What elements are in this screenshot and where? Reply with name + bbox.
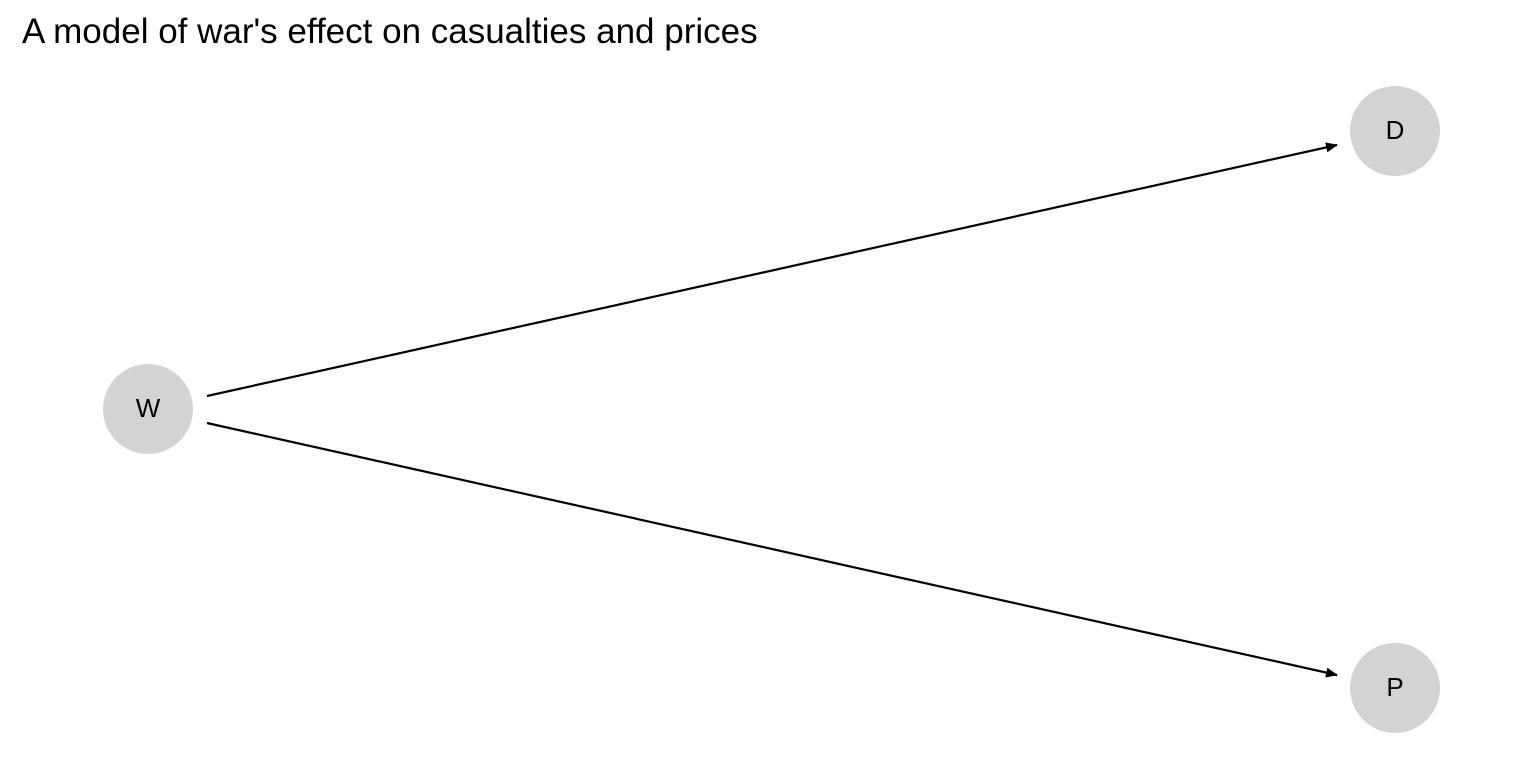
node-d: D — [1350, 86, 1440, 176]
node-p: P — [1350, 643, 1440, 733]
node-w-label: W — [136, 393, 161, 423]
node-d-label: D — [1386, 115, 1405, 145]
node-p-circle — [1350, 643, 1440, 733]
node-p-label: P — [1386, 672, 1403, 702]
node-d-circle — [1350, 86, 1440, 176]
diagram-title: A model of war's effect on casualties an… — [22, 12, 758, 51]
edge-w-to-d — [206, 142, 1338, 398]
edge-w-to-p — [206, 421, 1338, 678]
node-w: W — [103, 364, 193, 454]
node-w-circle — [103, 364, 193, 454]
